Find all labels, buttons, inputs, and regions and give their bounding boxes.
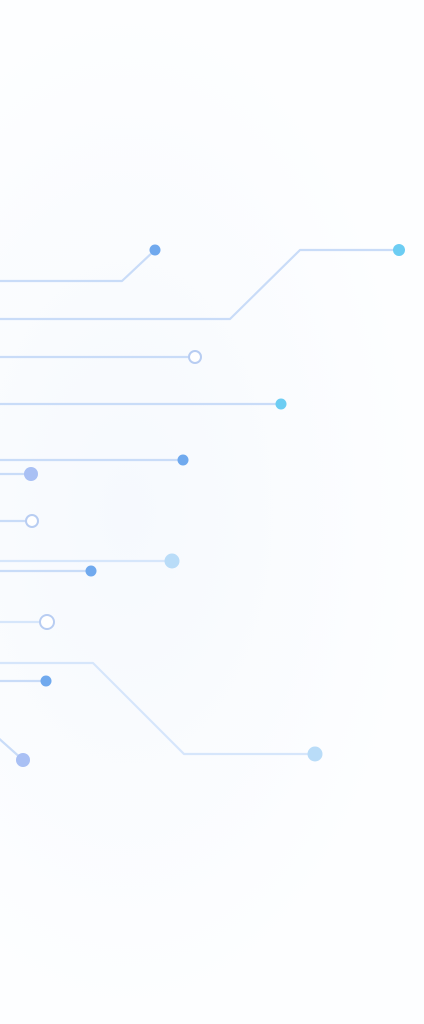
circuit-node-dot-icon xyxy=(85,565,97,577)
circuit-node-dot-icon xyxy=(275,398,287,410)
circuit-node-dot-icon xyxy=(393,244,405,256)
circuit-node-dot-icon xyxy=(149,244,161,256)
circuit-trace-line xyxy=(0,248,401,321)
circuit-node-dot-icon xyxy=(40,675,52,687)
circuit-trace-line xyxy=(0,248,157,283)
circuit-node-dot-icon xyxy=(164,553,180,569)
circuit-node-ring-icon xyxy=(25,514,39,528)
circuit-trace-line xyxy=(0,661,317,756)
circuit-node-ring-icon xyxy=(188,350,202,364)
circuit-node-dot-icon xyxy=(24,467,38,481)
circuit-node-dot-icon xyxy=(307,746,323,762)
circuit-node-ring-icon xyxy=(39,614,55,630)
circuit-node-dot-icon xyxy=(16,753,30,767)
circuit-node-dot-icon xyxy=(177,454,189,466)
